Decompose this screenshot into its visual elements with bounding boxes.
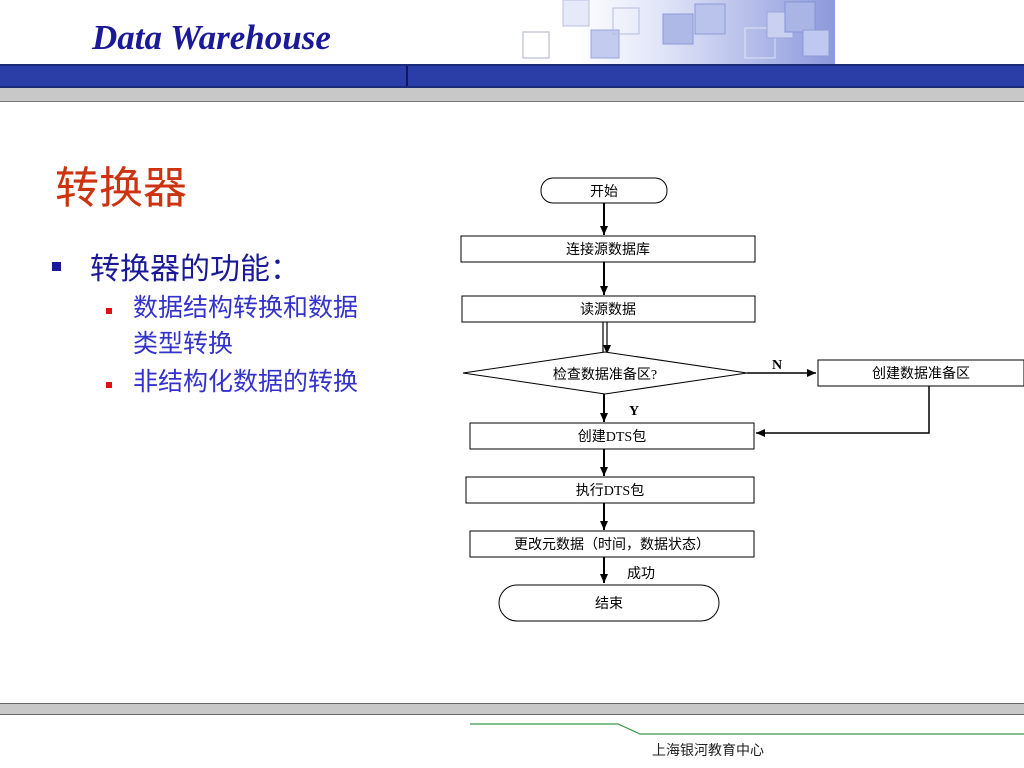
footer-text: 上海银河教育中心 [652, 743, 764, 759]
flowchart-end-node [498, 584, 720, 622]
header-bar-divider [406, 66, 408, 86]
flowchart-step-create-staging [817, 359, 1024, 387]
sub-bullet-1: 数据结构转换和数据类型转换 [133, 293, 359, 358]
sub-bullet-square-icon [106, 382, 112, 388]
flowchart-step-read [461, 295, 756, 323]
flowchart-step-execute-dts-label: 执行DTS包 [576, 483, 644, 499]
header-bar [0, 64, 1024, 88]
flowchart-end-label: 结束 [595, 596, 623, 612]
flowchart-step-create-dts [469, 422, 755, 450]
sub-bullet-square-icon [106, 308, 112, 314]
header-subbar [0, 88, 1024, 102]
sub-bullet-2: 非结构化数据的转换 [133, 367, 359, 396]
slide-title: 转换器 [55, 163, 187, 214]
header-title: Data Warehouse [92, 18, 331, 57]
flowchart-decision-label: 检查数据准备区? [553, 366, 657, 383]
flowchart-step-create-dts-label: 创建DTS包 [578, 429, 646, 445]
flowchart-step-update-metadata [469, 530, 755, 558]
flowchart-success-label: 成功 [627, 566, 655, 582]
flowchart-start-label: 开始 [590, 184, 618, 200]
bullet-square-icon [52, 262, 61, 271]
flowchart-step-create-staging-label: 创建数据准备区 [872, 365, 970, 382]
footer-bar [0, 703, 1024, 715]
header-decoration [522, 0, 835, 64]
flowchart-step-read-label: 读源数据 [580, 301, 636, 318]
flowchart-step-execute-dts [465, 476, 755, 504]
flowchart-yes-label: Y [629, 404, 639, 419]
flowchart-step-connect-label: 连接源数据库 [566, 241, 650, 258]
footer-accent-line [470, 723, 1024, 735]
bullet-main: 转换器的功能： [90, 252, 300, 287]
flowchart-no-label: N [772, 358, 782, 373]
flowchart-step-connect [460, 235, 756, 263]
flowchart-step-update-metadata-label: 更改元数据（时间，数据状态） [514, 537, 710, 553]
flowchart-arrow [756, 386, 930, 437]
